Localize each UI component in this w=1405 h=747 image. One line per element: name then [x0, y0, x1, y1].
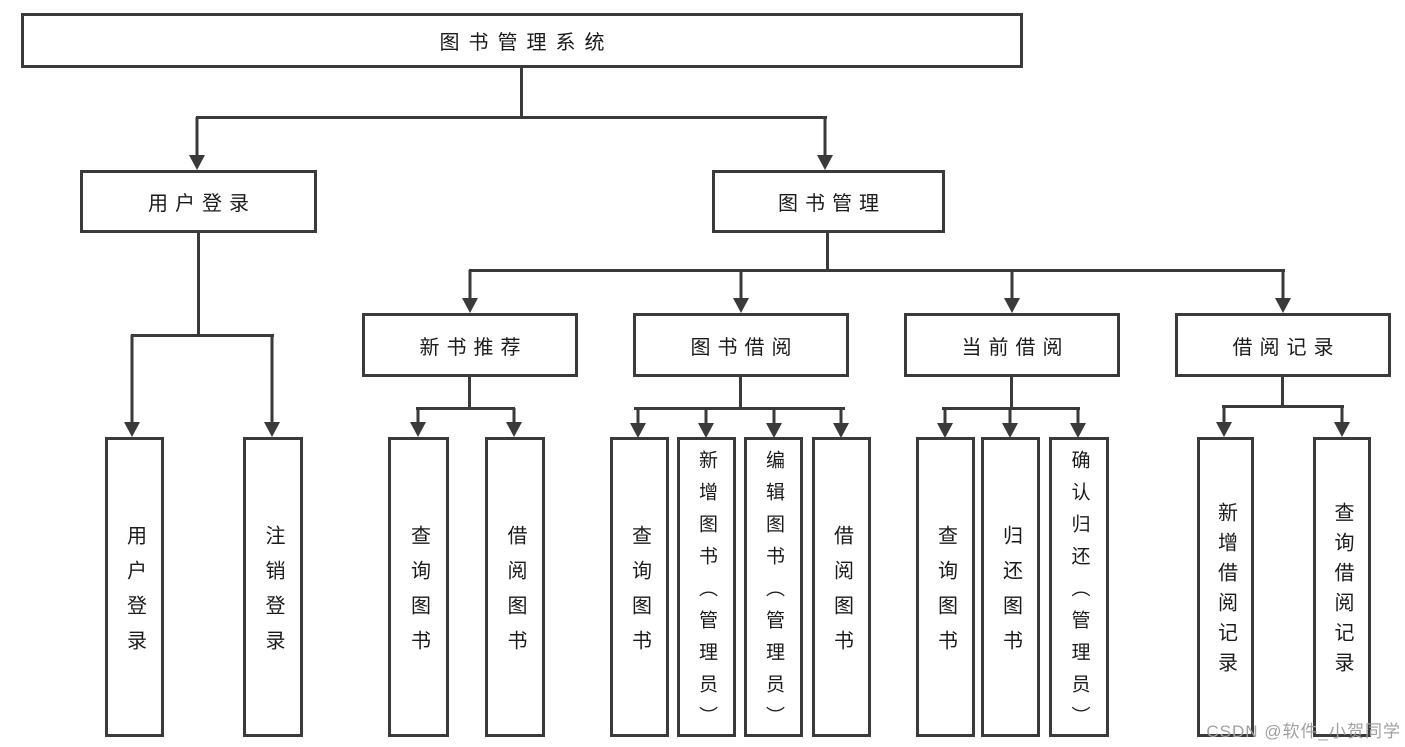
down-arrow-icon: [1334, 406, 1350, 437]
node-book-management: 图书管理: [712, 170, 945, 233]
down-arrow-icon: [506, 408, 522, 437]
leaf-label: 新增图书（管理员）: [696, 449, 717, 738]
down-arrow-icon: [833, 408, 849, 438]
down-arrow-icon: [1002, 408, 1018, 438]
connector-line: [826, 233, 829, 272]
down-arrow-icon: [462, 270, 478, 313]
leaf-borrow-books: 借阅图书: [485, 437, 545, 737]
down-arrow-icon: [1216, 406, 1232, 437]
watermark-text: CSDN @软件_小贺同学: [1206, 722, 1401, 741]
node-root: 图书管理系统: [21, 13, 1023, 68]
node-book-borrow: 图书借阅: [633, 313, 849, 377]
down-arrow-icon: [189, 117, 205, 170]
leaf-query-books: 查询图书: [916, 437, 975, 737]
down-arrow-icon: [766, 408, 782, 438]
down-arrow-icon: [698, 408, 714, 438]
node-current-borrow: 当前借阅: [904, 313, 1120, 377]
down-arrow-icon: [264, 335, 280, 437]
node-user-login: 用户登录: [80, 170, 317, 233]
leaf-edit-books-admin: 编辑图书（管理员）: [744, 437, 803, 738]
node-book-borrow-label: 图书借阅: [690, 336, 799, 359]
leaf-label: 用户登录: [123, 524, 146, 665]
leaf-borrow-books: 借阅图书: [812, 437, 871, 737]
connector-line: [468, 377, 471, 410]
down-arrow-icon: [124, 335, 140, 437]
node-new-book-recommend: 新书推荐: [362, 313, 578, 377]
leaf-label: 确认归还（管理员）: [1068, 449, 1090, 738]
leaf-add-borrow-record: 新增借阅记录: [1197, 437, 1254, 737]
leaf-label: 查询图书: [934, 524, 957, 665]
down-arrow-icon: [630, 408, 646, 438]
down-arrow-icon: [937, 408, 953, 438]
connector-line: [1222, 405, 1344, 408]
leaf-label: 查询图书: [628, 524, 651, 665]
node-current-borrow-label: 当前借阅: [961, 336, 1070, 359]
connector-line: [131, 334, 274, 337]
node-user-login-label: 用户登录: [148, 193, 256, 215]
leaf-label: 借阅图书: [830, 524, 853, 665]
leaf-label: 查询借阅记录: [1331, 502, 1353, 682]
leaf-query-books: 查询图书: [610, 437, 669, 737]
leaf-query-borrow-record: 查询借阅记录: [1313, 437, 1371, 737]
connector-line: [520, 68, 523, 119]
leaf-label: 注销登录: [262, 524, 284, 665]
connector-line: [469, 269, 1285, 272]
down-arrow-icon: [1070, 408, 1086, 438]
connector-line: [197, 233, 200, 337]
down-arrow-icon: [817, 117, 833, 170]
down-arrow-icon: [733, 270, 749, 313]
node-book-management-label: 图书管理: [778, 193, 886, 215]
down-arrow-icon: [1004, 270, 1020, 313]
leaf-logout: 注销登录: [243, 437, 303, 737]
connector-line: [416, 407, 515, 410]
down-arrow-icon: [1275, 270, 1291, 313]
node-new-book-recommend-label: 新书推荐: [419, 336, 528, 359]
leaf-add-books-admin: 新增图书（管理员）: [677, 437, 736, 738]
node-borrow-records: 借阅记录: [1175, 313, 1391, 377]
node-root-label: 图书管理系统: [439, 32, 614, 54]
leaf-query-books: 查询图书: [388, 437, 449, 737]
down-arrow-icon: [410, 408, 426, 437]
connector-line: [739, 377, 742, 410]
leaf-confirm-return-admin: 确认归还（管理员）: [1049, 437, 1109, 738]
connector-line: [1281, 377, 1284, 408]
connector-line: [196, 116, 827, 119]
leaf-label: 借阅图书: [504, 524, 526, 665]
leaf-label: 编辑图书（管理员）: [763, 449, 784, 738]
leaf-label: 新增借阅记录: [1214, 502, 1237, 682]
leaf-label: 查询图书: [407, 524, 430, 665]
leaf-return-books: 归还图书: [981, 437, 1040, 737]
connector-line: [1010, 377, 1013, 410]
node-borrow-records-label: 借阅记录: [1232, 336, 1341, 359]
leaf-label: 归还图书: [999, 524, 1022, 665]
connector-line: [634, 407, 845, 410]
leaf-user-login: 用户登录: [105, 437, 164, 737]
